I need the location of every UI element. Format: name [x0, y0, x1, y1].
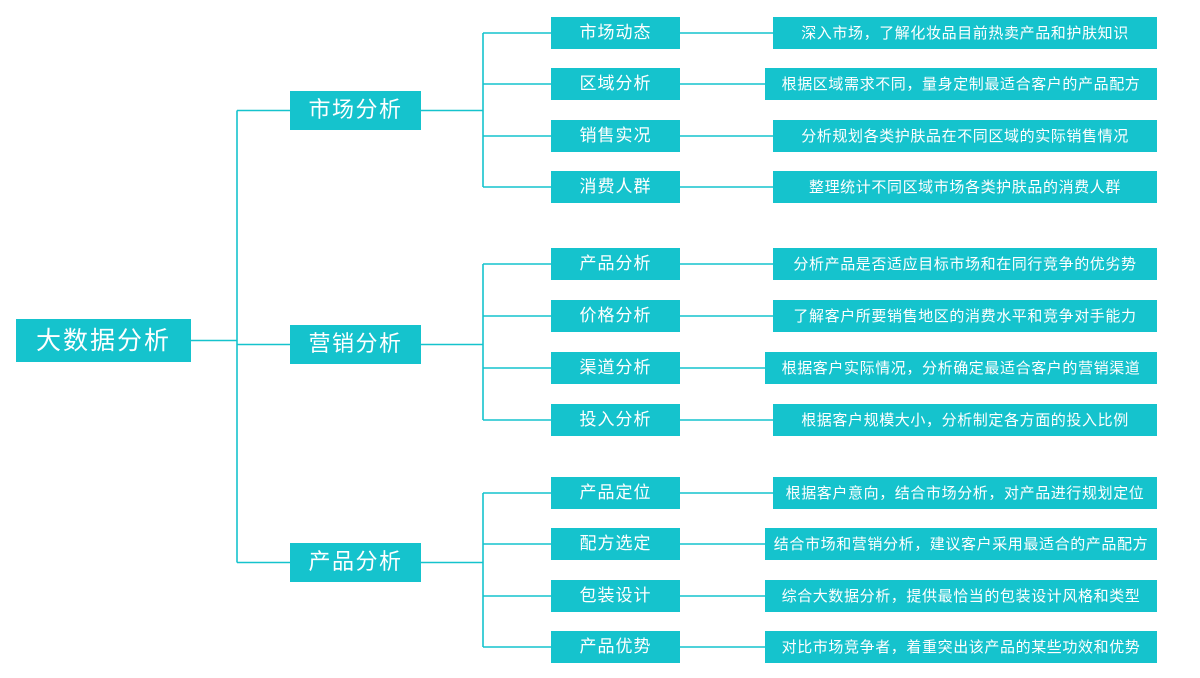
node-desc-text: 根据客户意向，结合市场分析，对产品进行规划定位 [785, 483, 1145, 502]
node-desc-text: 分析产品是否适应目标市场和在同行竞争的优劣势 [793, 254, 1137, 273]
node-sub-label: 产品分析 [579, 253, 652, 274]
node-desc-product-analysis[interactable]: 分析产品是否适应目标市场和在同行竞争的优劣势 [773, 248, 1157, 280]
node-desc-sales-status[interactable]: 分析规划各类护肤品在不同区域的实际销售情况 [773, 120, 1157, 152]
node-sub-label: 产品定位 [579, 482, 652, 503]
node-desc-text: 结合市场和营销分析，建议客户采用最适合的产品配方 [773, 534, 1149, 553]
node-desc-text: 对比市场竞争者，着重突出该产品的某些功效和优势 [781, 637, 1141, 656]
node-desc-text: 了解客户所要销售地区的消费水平和竞争对手能力 [793, 306, 1137, 325]
node-branch-label: 营销分析 [308, 331, 403, 357]
node-sub-label: 产品优势 [579, 636, 652, 657]
node-desc-text: 深入市场，了解化妆品目前热卖产品和护肤知识 [801, 23, 1129, 42]
node-sub-label: 消费人群 [579, 176, 652, 197]
node-sub-label: 包装设计 [579, 585, 652, 606]
node-sub-price-analysis[interactable]: 价格分析 [551, 300, 680, 332]
node-branch-product-analysis[interactable]: 产品分析 [290, 543, 421, 582]
node-desc-text: 根据区域需求不同，量身定制最适合客户的产品配方 [781, 74, 1141, 93]
node-desc-regional-analysis[interactable]: 根据区域需求不同，量身定制最适合客户的产品配方 [765, 68, 1157, 100]
node-desc-investment-analysis[interactable]: 根据客户规模大小，分析制定各方面的投入比例 [773, 404, 1157, 436]
node-sub-regional-analysis[interactable]: 区域分析 [551, 68, 680, 100]
node-desc-market-trends[interactable]: 深入市场，了解化妆品目前热卖产品和护肤知识 [773, 17, 1157, 49]
node-sub-label: 渠道分析 [579, 357, 652, 378]
node-sub-product-advantage[interactable]: 产品优势 [551, 631, 680, 663]
node-desc-consumer-groups[interactable]: 整理统计不同区域市场各类护肤品的消费人群 [773, 171, 1157, 203]
node-sub-product-analysis[interactable]: 产品分析 [551, 248, 680, 280]
node-branch-label: 市场分析 [308, 97, 403, 123]
node-root-label: 大数据分析 [35, 326, 171, 355]
node-sub-label: 销售实况 [579, 125, 652, 146]
node-desc-packaging-design[interactable]: 综合大数据分析，提供最恰当的包装设计风格和类型 [765, 580, 1157, 612]
node-sub-label: 市场动态 [579, 22, 652, 43]
node-sub-channel-analysis[interactable]: 渠道分析 [551, 352, 680, 384]
node-desc-text: 根据客户规模大小，分析制定各方面的投入比例 [801, 410, 1129, 429]
node-sub-label: 投入分析 [579, 409, 652, 430]
node-branch-label: 产品分析 [308, 549, 403, 575]
node-desc-product-advantage[interactable]: 对比市场竞争者，着重突出该产品的某些功效和优势 [765, 631, 1157, 663]
node-sub-market-trends[interactable]: 市场动态 [551, 17, 680, 49]
node-desc-text: 根据客户实际情况，分析确定最适合客户的营销渠道 [781, 358, 1141, 377]
node-root[interactable]: 大数据分析 [16, 319, 191, 362]
node-sub-formula-selection[interactable]: 配方选定 [551, 528, 680, 560]
node-sub-label: 配方选定 [579, 533, 652, 554]
node-sub-consumer-groups[interactable]: 消费人群 [551, 171, 680, 203]
node-desc-text: 分析规划各类护肤品在不同区域的实际销售情况 [801, 126, 1129, 145]
node-desc-channel-analysis[interactable]: 根据客户实际情况，分析确定最适合客户的营销渠道 [765, 352, 1157, 384]
node-desc-price-analysis[interactable]: 了解客户所要销售地区的消费水平和竞争对手能力 [773, 300, 1157, 332]
node-sub-investment-analysis[interactable]: 投入分析 [551, 404, 680, 436]
node-sub-product-positioning[interactable]: 产品定位 [551, 477, 680, 509]
node-branch-marketing-analysis[interactable]: 营销分析 [290, 325, 421, 364]
node-desc-formula-selection[interactable]: 结合市场和营销分析，建议客户采用最适合的产品配方 [765, 528, 1157, 560]
node-desc-text: 综合大数据分析，提供最恰当的包装设计风格和类型 [781, 586, 1141, 605]
node-sub-label: 区域分析 [579, 73, 652, 94]
node-sub-packaging-design[interactable]: 包装设计 [551, 580, 680, 612]
node-branch-market-analysis[interactable]: 市场分析 [290, 91, 421, 130]
node-desc-text: 整理统计不同区域市场各类护肤品的消费人群 [808, 177, 1121, 196]
node-desc-product-positioning[interactable]: 根据客户意向，结合市场分析，对产品进行规划定位 [773, 477, 1157, 509]
node-sub-label: 价格分析 [579, 305, 652, 326]
node-sub-sales-status[interactable]: 销售实况 [551, 120, 680, 152]
